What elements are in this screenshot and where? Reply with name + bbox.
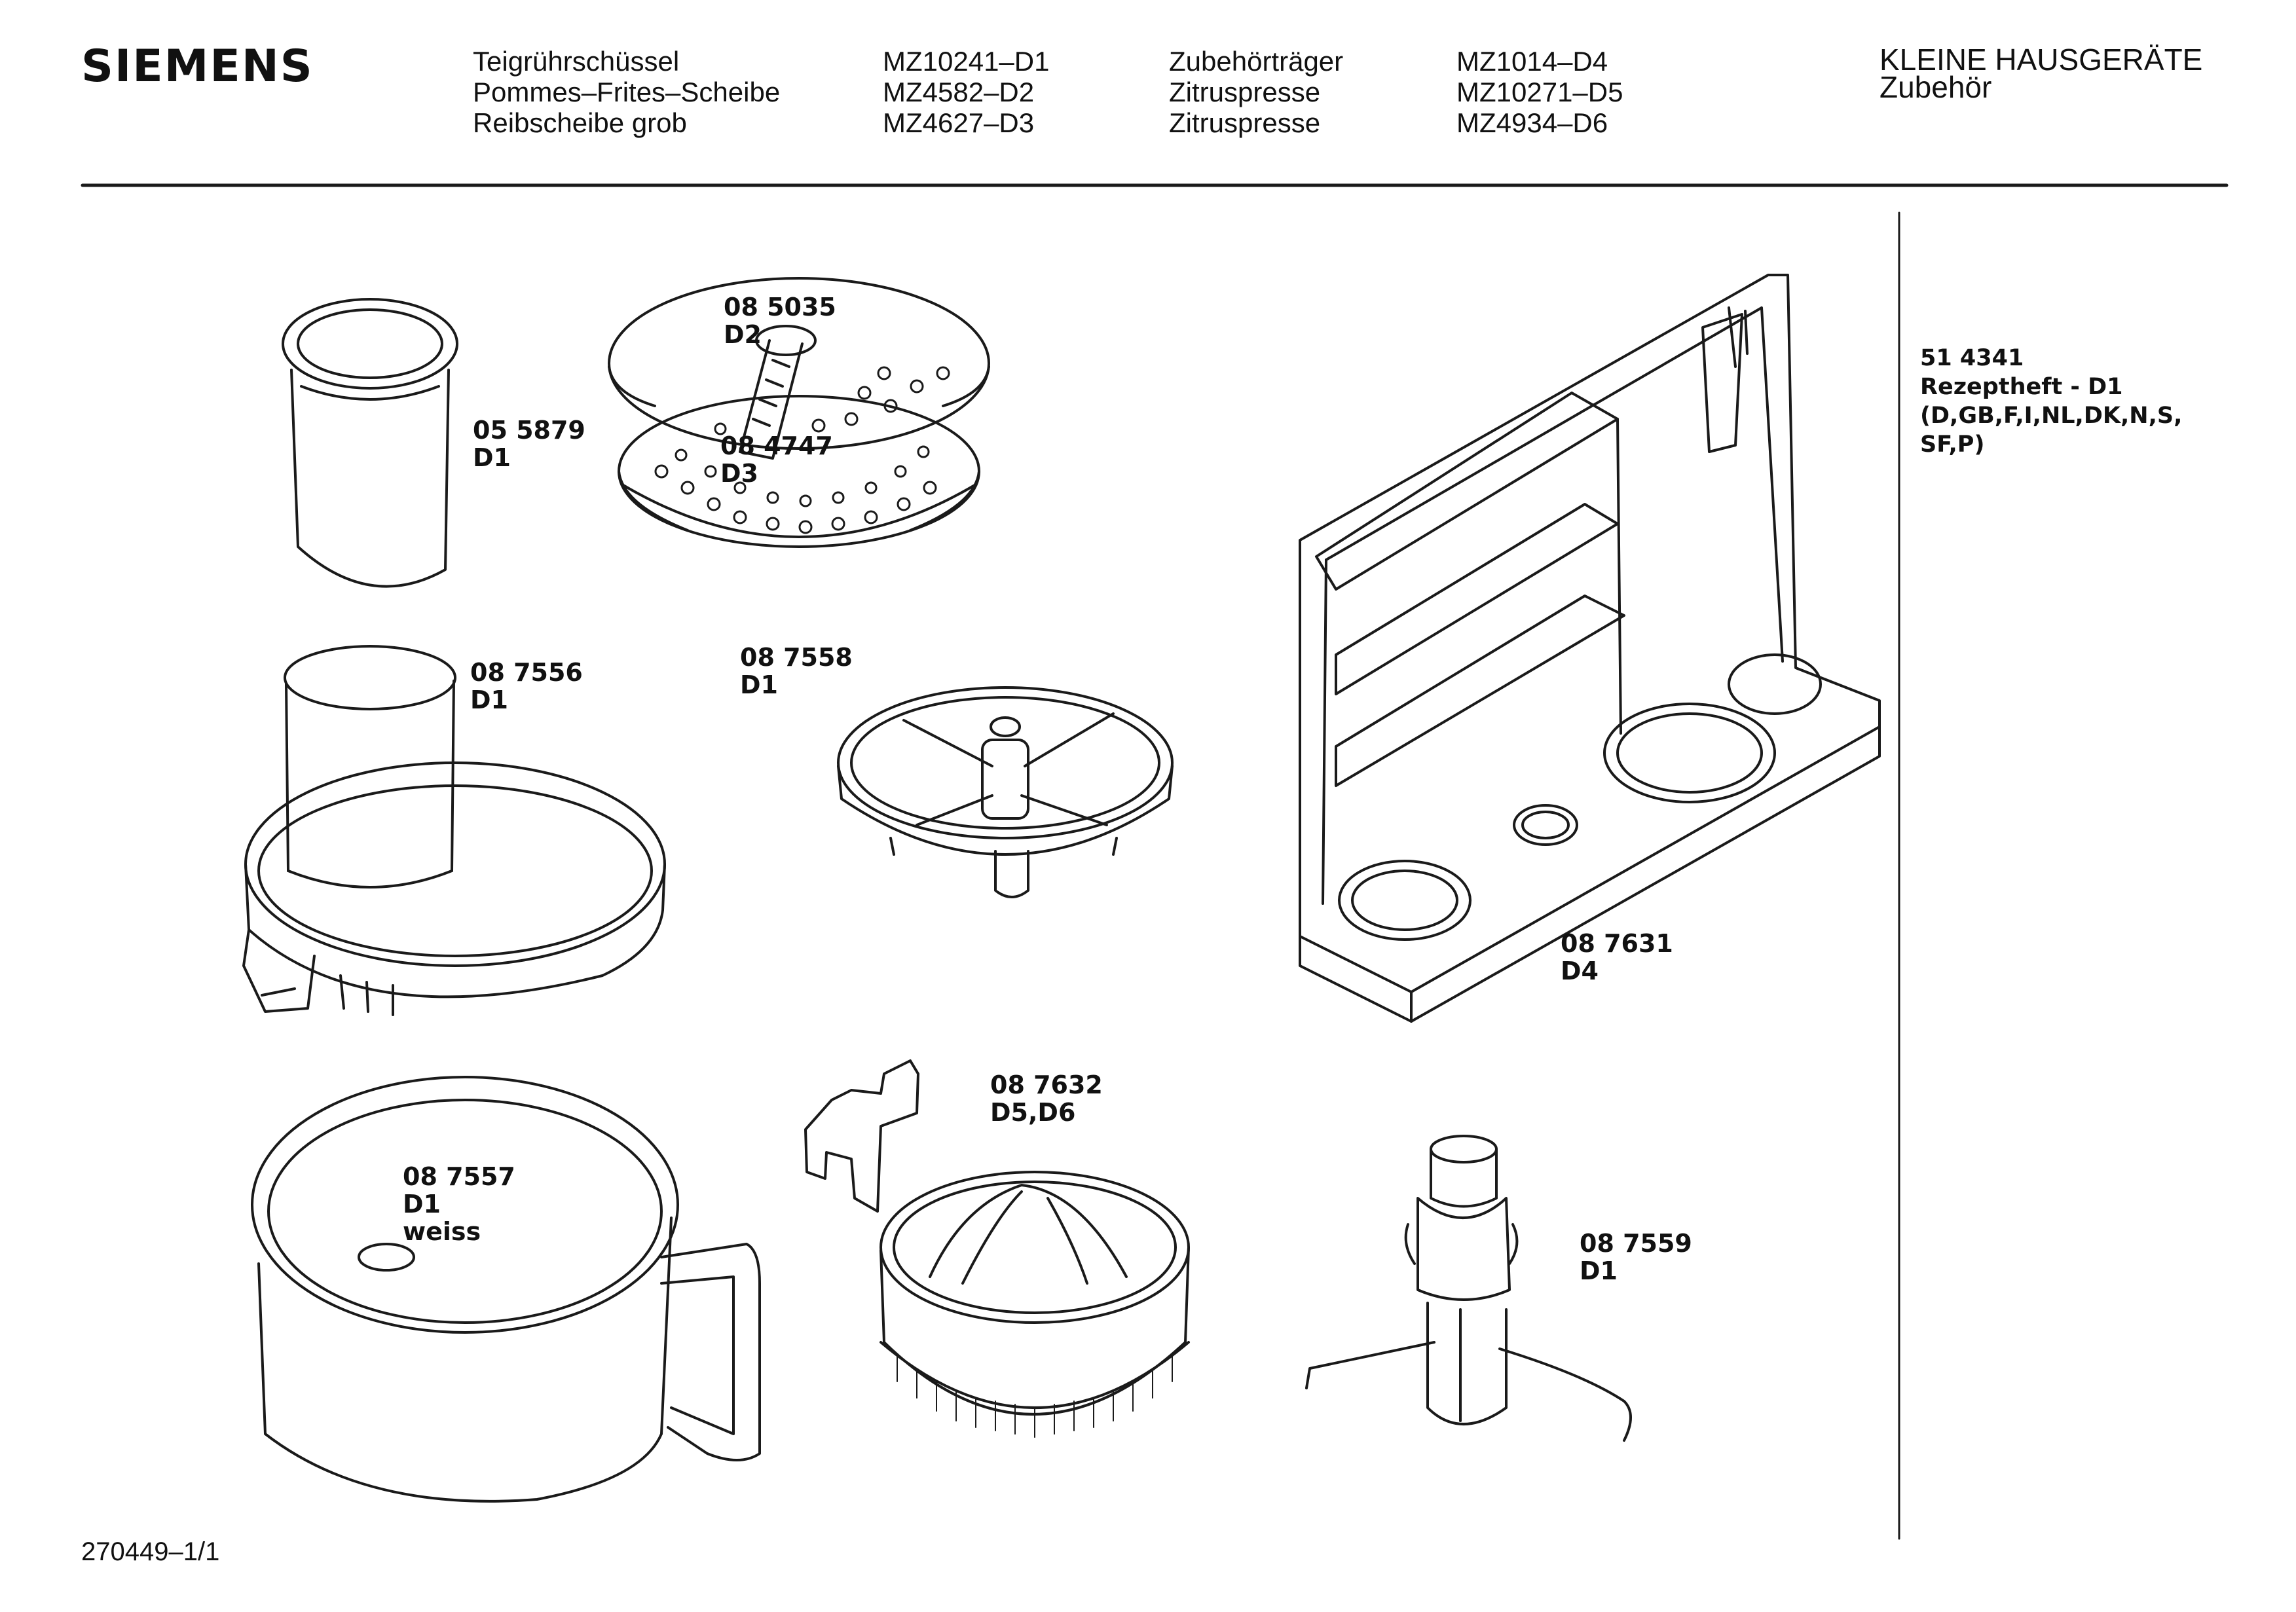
header-col-part-names: Teigrührschüssel Pommes–Frites–Scheibe R… <box>473 46 780 138</box>
part-code: D1 <box>1580 1256 1618 1285</box>
header-part-name: Zitruspresse <box>1169 77 1321 107</box>
header-part-name: Zubehörträger <box>1169 46 1344 77</box>
part-label-08-7632: 08 7632 D5,D6 <box>990 1071 1103 1126</box>
mixing-bowl-drawing <box>251 1076 761 1503</box>
part-label-08-7557: 08 7557 D1 weiss <box>403 1163 515 1245</box>
part-note: weiss <box>403 1217 481 1246</box>
part-code: D1 <box>470 686 508 714</box>
note-languages: SF,P) <box>1920 431 1985 458</box>
note-number: 51 4341 <box>1920 345 2024 371</box>
part-number: 08 5035 <box>724 293 836 321</box>
category-title: KLEINE HAUSGERÄTE <box>1879 43 2203 77</box>
part-label-08-4747: 08 4747 D3 <box>720 432 833 487</box>
part-code: D1 <box>403 1190 441 1218</box>
mixing-disc-drawing <box>837 686 1174 898</box>
header-model: MZ1014–D4 <box>1456 46 1608 77</box>
accessory-holder-drawing <box>1299 274 1881 1023</box>
part-number: 08 4747 <box>720 431 833 460</box>
part-code: D2 <box>724 320 762 349</box>
part-number: 05 5879 <box>473 416 585 445</box>
part-code: D4 <box>1561 957 1599 985</box>
header-part-name: Zitruspresse <box>1169 107 1321 138</box>
header-part-name: Teigrührschüssel <box>473 46 680 77</box>
header-part-name: Reibscheibe grob <box>473 107 687 138</box>
category-subtitle: Zubehör <box>1879 70 1992 104</box>
part-number: 08 7632 <box>990 1071 1103 1099</box>
part-number: 08 7557 <box>403 1162 515 1191</box>
header-category: KLEINE HAUSGERÄTE Zubehör <box>1879 43 2203 104</box>
part-number: 08 7556 <box>470 658 583 687</box>
part-code: D3 <box>720 459 758 488</box>
note-title: Rezeptheft - D1 <box>1920 374 2123 400</box>
part-code: D5,D6 <box>990 1098 1076 1127</box>
header-col-model-numbers: MZ10241–D1 MZ4582–D2 MZ4627–D3 <box>883 46 1049 138</box>
drawing-reference: 270449–1/1 <box>81 1537 220 1566</box>
header-part-name: Pommes–Frites–Scheibe <box>473 77 781 107</box>
part-label-08-7631: 08 7631 D4 <box>1561 930 1673 985</box>
part-number: 08 7631 <box>1561 929 1673 958</box>
part-label-05-5879: 05 5879 D1 <box>473 416 585 471</box>
part-label-08-7556: 08 7556 D1 <box>470 659 583 714</box>
citrus-press-drawing <box>804 1059 1190 1438</box>
part-number: 08 7559 <box>1580 1229 1692 1258</box>
header-model: MZ10241–D1 <box>883 46 1050 77</box>
part-code: D1 <box>740 670 778 699</box>
part-label-08-5035: 08 5035 D2 <box>724 293 836 348</box>
lid-with-feed-tube-drawing <box>242 645 666 1016</box>
part-label-08-7558: 08 7558 D1 <box>740 644 853 699</box>
header-model: MZ10271–D5 <box>1456 77 1623 107</box>
header-model: MZ4934–D6 <box>1456 107 1608 138</box>
filling-tube-drawing <box>282 298 458 588</box>
header-col-part-names-2: Zubehörträger Zitruspresse Zitruspresse <box>1169 46 1343 138</box>
part-label-08-7559: 08 7559 D1 <box>1580 1230 1692 1285</box>
header-col-model-numbers-2: MZ1014–D4 MZ10271–D5 MZ4934–D6 <box>1456 46 1623 138</box>
note-languages: (D,GB,F,I,NL,DK,N,S, <box>1920 403 2183 429</box>
part-number: 08 7558 <box>740 643 853 672</box>
part-code: D1 <box>473 443 511 472</box>
dough-hook-drawing <box>1305 1135 1632 1442</box>
header-model: MZ4627–D3 <box>883 107 1035 138</box>
header-model: MZ4582–D2 <box>883 77 1035 107</box>
recipe-booklet-note: 51 4341 Rezeptheft - D1 (D,GB,F,I,NL,DK,… <box>1920 344 2182 459</box>
brand-logo: SIEMENS <box>81 41 314 92</box>
slicing-discs-drawing <box>608 277 990 548</box>
